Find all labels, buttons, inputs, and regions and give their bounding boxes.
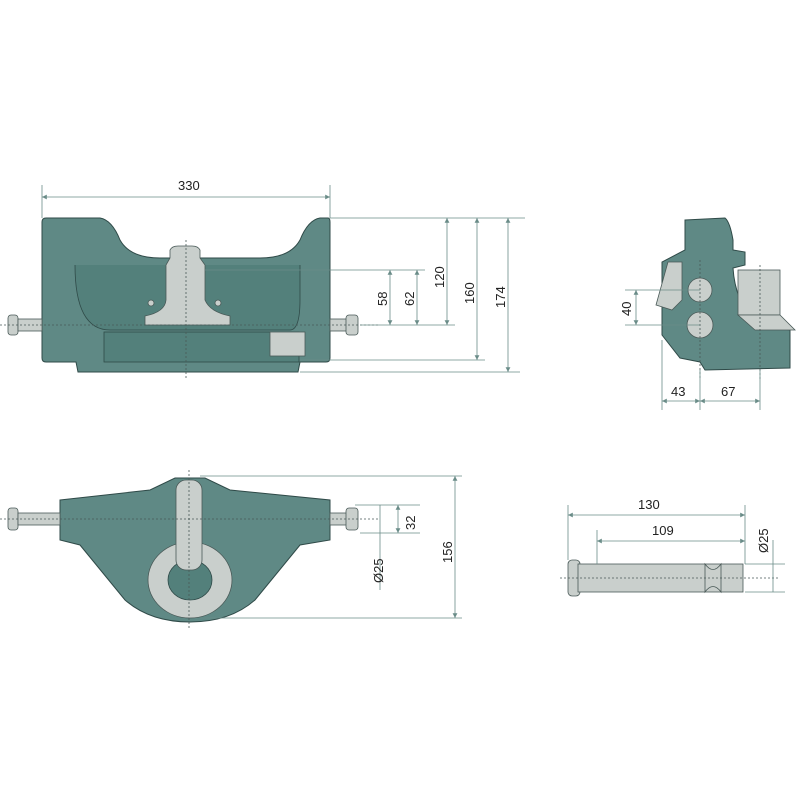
dim-62: 62 [402,292,417,306]
dim-43: 43 [671,384,685,399]
dim-pin-diameter-25: Ø25 [756,528,771,553]
dim-width: 330 [178,178,200,193]
dim-160: 160 [462,282,477,304]
dim-67: 67 [721,384,735,399]
dim-diameter-25: Ø25 [371,558,386,583]
pin-view: 130 109 Ø25 [560,497,785,597]
dim-32: 32 [403,516,418,530]
dim-58: 58 [375,292,390,306]
bottom-view: 32 Ø25 156 [0,470,462,630]
dim-120: 120 [432,266,447,288]
dim-40: 40 [619,302,634,316]
dim-156: 156 [440,541,455,563]
dim-109: 109 [652,523,674,538]
front-view: 330 58 62 120 160 174 [0,178,525,378]
dim-130: 130 [638,497,660,512]
dim-174: 174 [493,286,508,308]
side-view: 40 43 67 [619,217,796,410]
